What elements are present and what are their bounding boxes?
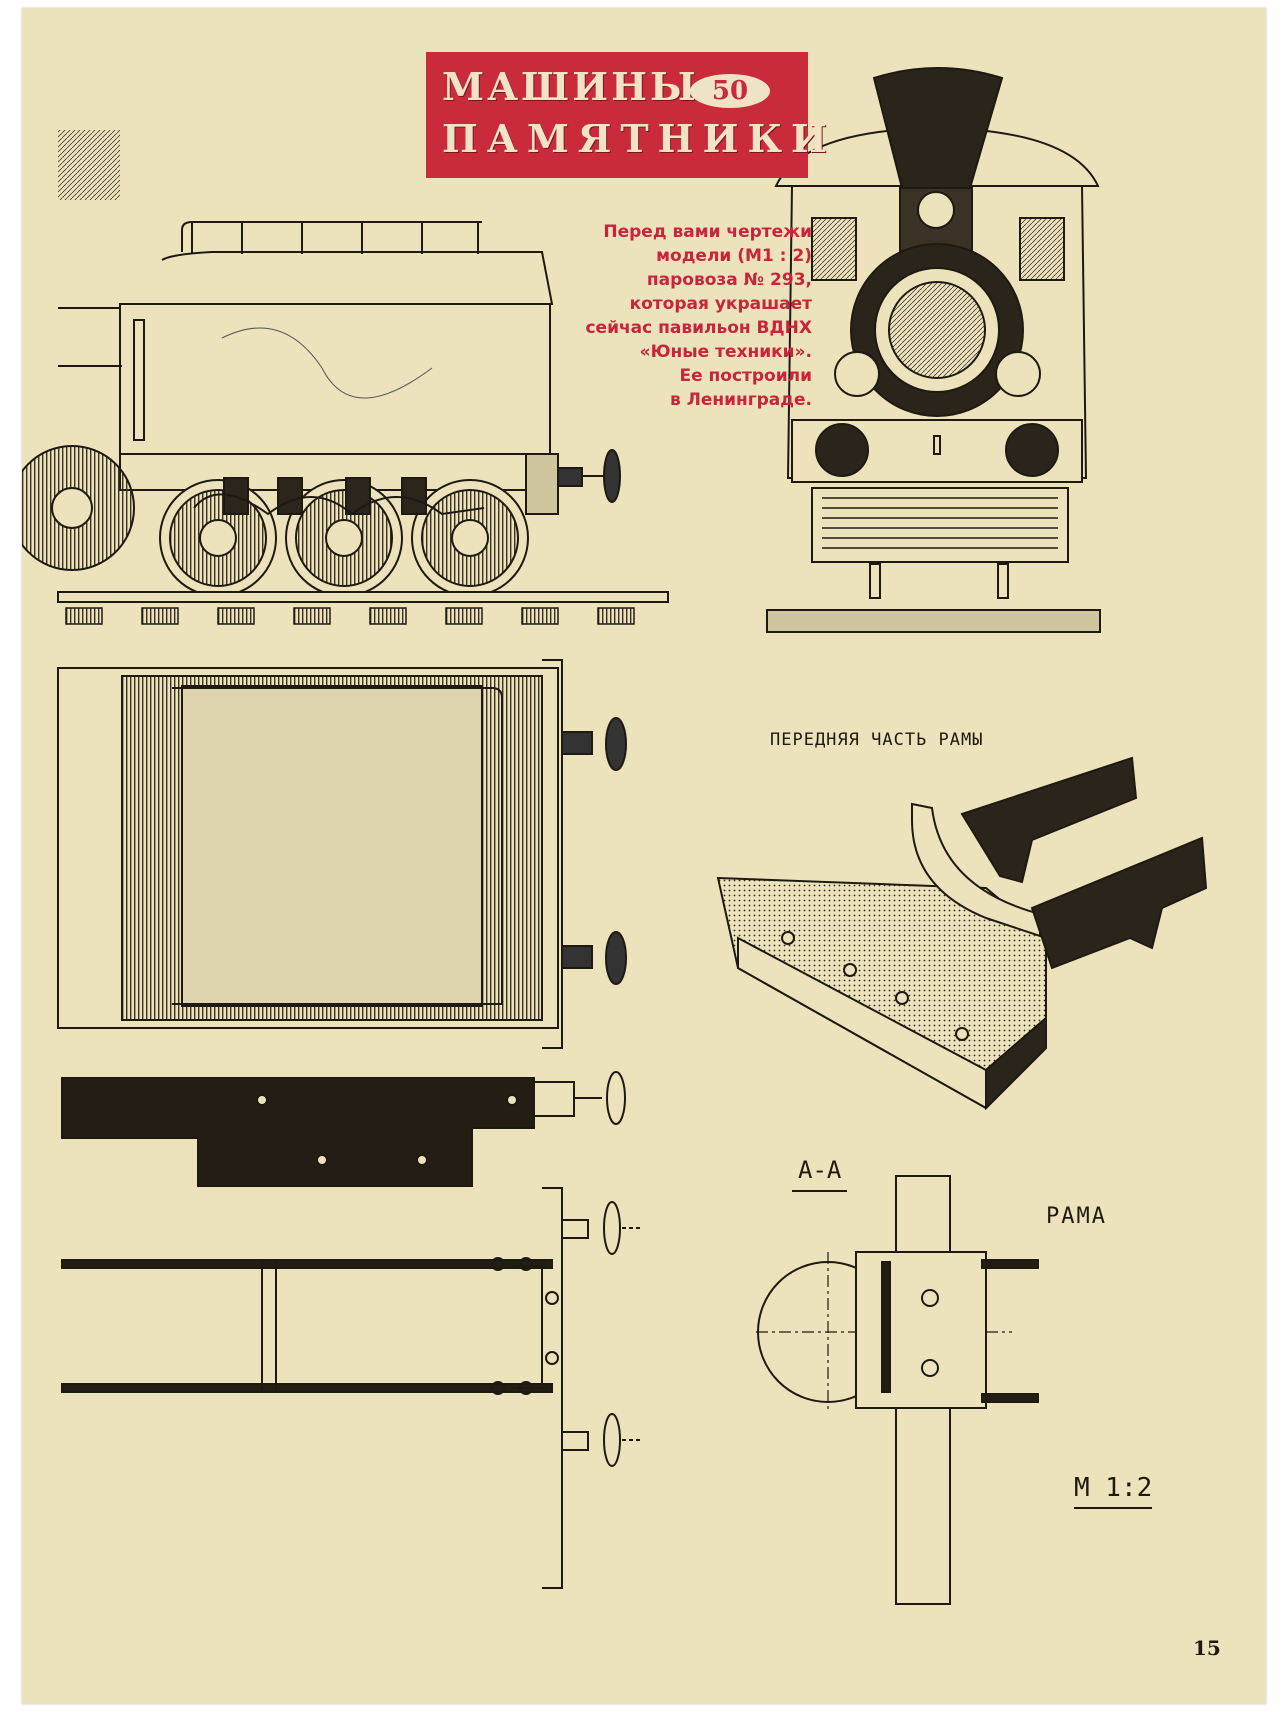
caption-frame: РАМА xyxy=(1046,1204,1107,1229)
tender-side-view xyxy=(22,130,669,625)
series-title-line1: МАШИНЫ- xyxy=(442,64,718,109)
tender-plan-view xyxy=(57,659,627,1049)
intro-line: «Юные техники». xyxy=(639,342,812,362)
caption-scale: М 1:2 xyxy=(1074,1473,1153,1509)
intro-line: Ее построили xyxy=(679,366,812,386)
intro-text: Перед вами чертежи модели (М1 : 2) паров… xyxy=(522,220,812,412)
intro-line: Перед вами чертежи xyxy=(603,222,812,242)
caption-section-aa: А-А xyxy=(792,1156,848,1192)
intro-line: которая украшает xyxy=(629,294,812,314)
frame-front-perspective xyxy=(716,756,1208,1111)
locomotive-front-view xyxy=(766,67,1101,633)
intro-line: сейчас павильон ВДНХ xyxy=(585,318,812,338)
page-number: 15 xyxy=(1193,1636,1221,1660)
technical-drawings xyxy=(22,67,1208,1605)
magazine-page: МАШИНЫ- 50 ПАМЯТНИКИ Перед вами чертежи … xyxy=(22,8,1266,1704)
frame-plan-view xyxy=(61,1187,642,1589)
series-number: 50 xyxy=(690,74,770,108)
section-a-a xyxy=(756,1175,1039,1605)
series-title-line2: ПАМЯТНИКИ xyxy=(442,116,836,161)
frame-side-view xyxy=(61,1071,626,1187)
intro-line: паровоза № 293, xyxy=(646,270,812,290)
intro-line: модели (М1 : 2) xyxy=(656,246,812,266)
intro-line: в Ленинграде. xyxy=(670,390,812,410)
series-badge: МАШИНЫ- 50 ПАМЯТНИКИ xyxy=(428,54,827,176)
caption-frame-front: ПЕРЕДНЯЯ ЧАСТЬ РАМЫ xyxy=(770,730,984,750)
